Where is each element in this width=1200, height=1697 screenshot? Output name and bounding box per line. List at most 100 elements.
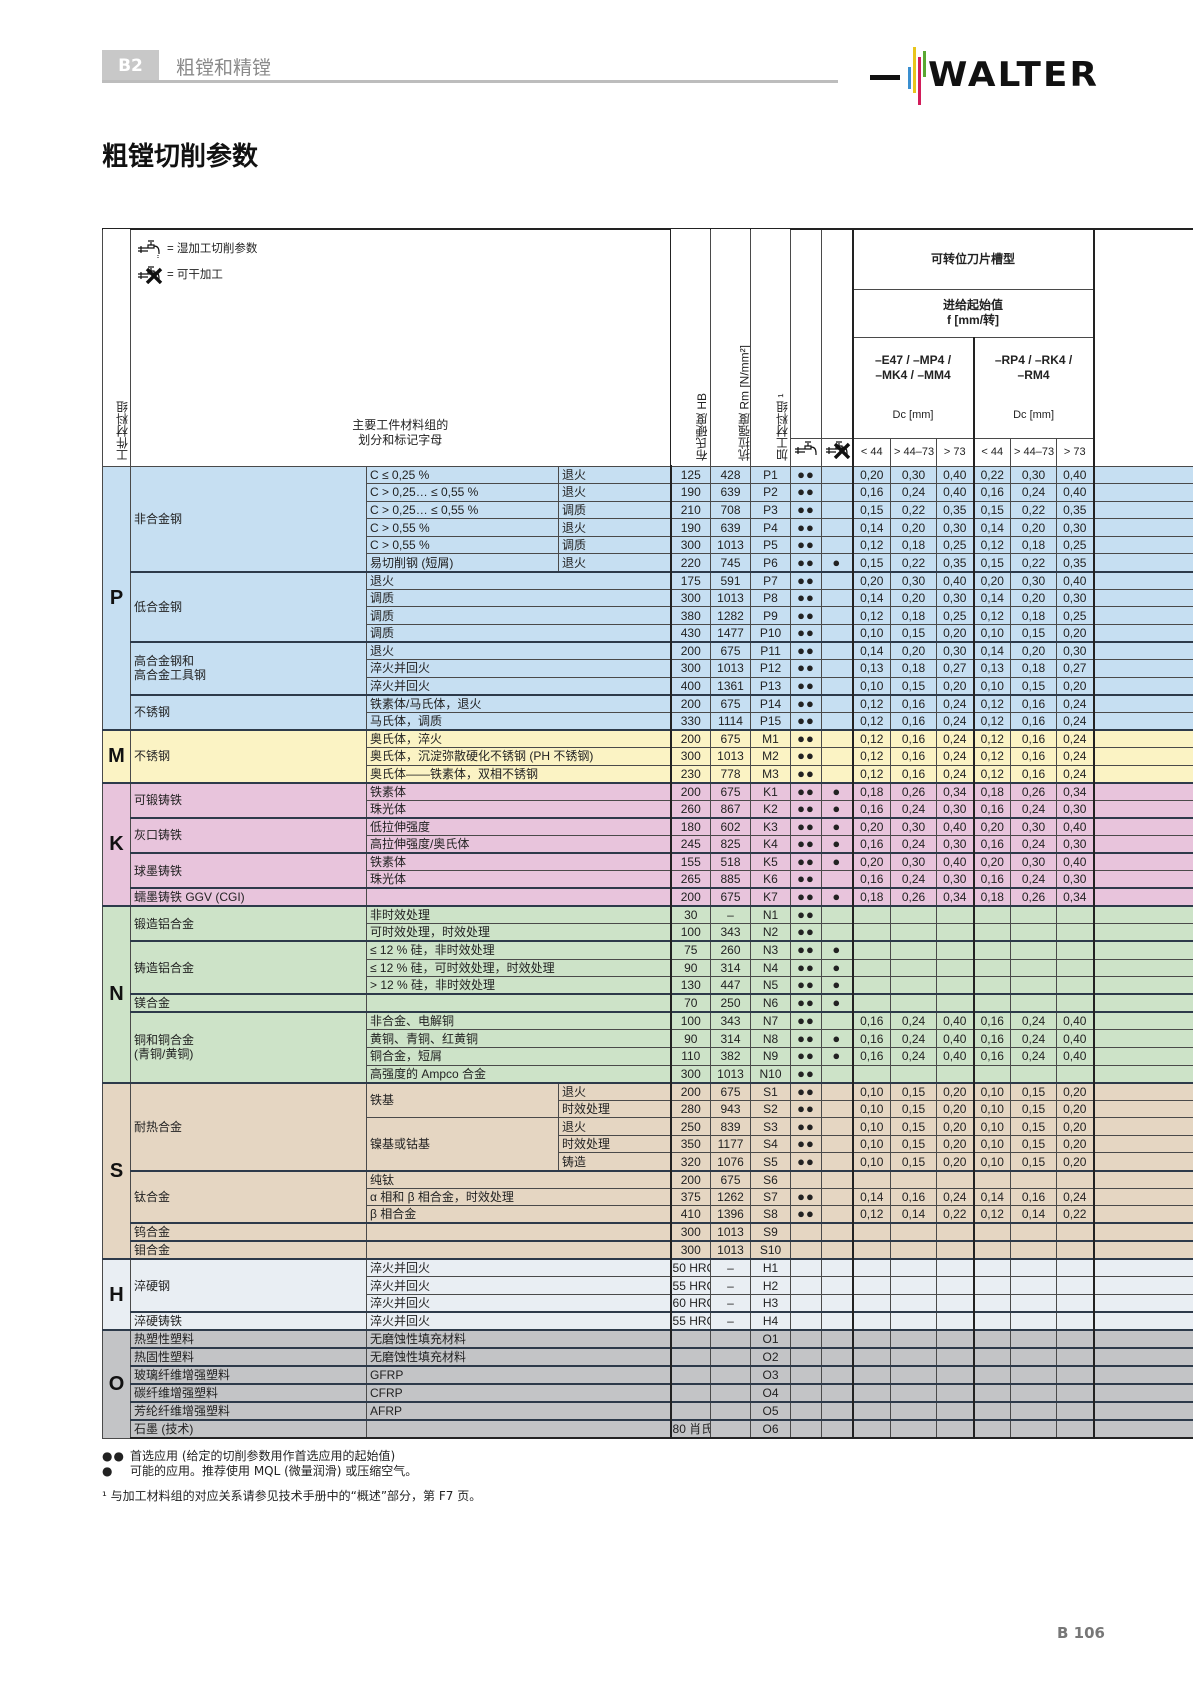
dry-indicator: [821, 1311, 854, 1331]
feed-value: [1010, 1064, 1058, 1084]
feed-value: 0,24: [890, 1046, 938, 1066]
feed-value: [936, 940, 975, 960]
header-rule: [102, 80, 838, 83]
hardness-value: 300: [669, 747, 712, 766]
machining-group-code: K7: [750, 887, 792, 907]
machining-group-code: N6: [750, 993, 792, 1013]
material-description: 淬火并回火: [365, 1311, 672, 1331]
material-description: C ≤ 0,25 %: [366, 465, 559, 485]
material-description: 淬火并回火: [365, 1276, 672, 1296]
dry-indicator: [821, 870, 854, 889]
feed-value: [936, 993, 975, 1013]
feed-value: [1056, 1276, 1095, 1296]
material-description: 淬火并回火: [365, 1258, 672, 1278]
feed-value: [851, 1311, 892, 1331]
wet-indicator: ●●: [790, 659, 823, 678]
machining-group-code: P7: [750, 570, 792, 590]
row-filler: [1093, 1205, 1193, 1224]
material-description: 镍基或钴基: [366, 1117, 559, 1172]
tensile-value: –: [710, 1276, 752, 1296]
wet-indicator: ●●: [790, 1205, 823, 1224]
feed-value: 0,10: [972, 676, 1012, 696]
material-description: [365, 1240, 672, 1260]
dry-indicator: ●: [821, 958, 854, 978]
logo-stripe-yellow: [913, 47, 916, 93]
feed-value: 0,20: [972, 816, 1012, 836]
hardness-value: 200: [669, 1169, 712, 1189]
feed-value: [1056, 1383, 1095, 1403]
possible-dot-icon: ●: [102, 1464, 114, 1478]
material-description: 纯钛: [365, 1169, 672, 1189]
feed-value: [972, 1401, 1012, 1421]
row-filler: [1093, 1365, 1193, 1385]
feed-value: 0,34: [1056, 887, 1095, 907]
hardness-value: 300: [669, 659, 712, 678]
row-filler: [1093, 852, 1193, 872]
row-filler: [1093, 1222, 1193, 1242]
tensile-value: 943: [710, 1099, 752, 1119]
feed-value: 0,20: [936, 1117, 975, 1136]
feed-value: 0,30: [1056, 870, 1095, 889]
hardness-value: 430: [669, 623, 712, 643]
hardness-value: 80 肖氏: [669, 1419, 712, 1440]
feed-value: [890, 1240, 938, 1260]
machining-group-code: O2: [750, 1347, 792, 1367]
feed-value: [1010, 1419, 1058, 1440]
footnotes: ●● 首选应用 (给定的切削参数用作首选应用的起始值) ● 可能的应用。推荐使用…: [102, 1449, 481, 1504]
legend-dry-label: = 可干加工: [167, 269, 223, 281]
dry-indicator: [821, 483, 854, 502]
tensile-value: 885: [710, 870, 752, 889]
feed-value: 0,18: [1010, 659, 1058, 678]
insert-geometry-header: 可转位刀片槽型: [851, 228, 1095, 290]
tensile-value: 745: [710, 553, 752, 573]
feed-value: 0,14: [972, 588, 1012, 608]
tensile-value: 1177: [710, 1134, 752, 1154]
feed-value: 0,20: [972, 852, 1012, 872]
geometry1-header: –E47 / –MP4 / –MK4 / –MM4 Dc [mm]: [851, 336, 975, 439]
feed-value: [936, 923, 975, 942]
dry-indicator: [821, 693, 854, 713]
tensile-value: 675: [710, 781, 752, 801]
tensile-value: 1013: [710, 659, 752, 678]
machining-group-code: O4: [750, 1383, 792, 1403]
tensile-value: 1076: [710, 1152, 752, 1172]
feed-value: [972, 958, 1012, 978]
feed-value: 0,27: [936, 659, 975, 678]
material-description: 非合金、电解铜: [365, 1011, 672, 1031]
feed-value: 0,15: [890, 1081, 938, 1101]
feed-value: 0,24: [1056, 693, 1095, 713]
hardness-value: 100: [669, 923, 712, 942]
feed-value: 0,13: [972, 659, 1012, 678]
wet-indicator: ●●: [790, 993, 823, 1013]
machining-group-code: P1: [750, 465, 792, 485]
feed-value: 0,18: [890, 535, 938, 555]
hardness-value: 90: [669, 1029, 712, 1048]
wet-indicator: ●●: [790, 553, 823, 573]
feed-value: [972, 1383, 1012, 1403]
feed-start-label: 进给起始值: [943, 298, 1004, 312]
row-filler: [1093, 1401, 1193, 1421]
dry-indicator: [821, 1419, 854, 1440]
hardness-value: [669, 1401, 712, 1421]
hardness-value: 320: [669, 1152, 712, 1172]
feed-value: 0,16: [1010, 764, 1058, 784]
feed-value: 0,20: [936, 623, 975, 643]
tensile-value: 518: [710, 852, 752, 872]
subgroup-name: 高合金钢和 高合金工具钢: [130, 640, 367, 696]
tensile-value: [710, 1329, 752, 1349]
tensile-value: 675: [710, 693, 752, 713]
feed-value: [1010, 905, 1058, 925]
material-condition: 退火: [557, 553, 672, 573]
dry-indicator: [821, 535, 854, 555]
feed-value: 0,35: [1056, 553, 1095, 573]
hardness-value: 300: [669, 1222, 712, 1242]
tensile-value: 839: [710, 1117, 752, 1136]
machining-group-code: N3: [750, 940, 792, 960]
feed-value: 0,16: [972, 834, 1012, 854]
hardness-value: 350: [669, 1134, 712, 1154]
